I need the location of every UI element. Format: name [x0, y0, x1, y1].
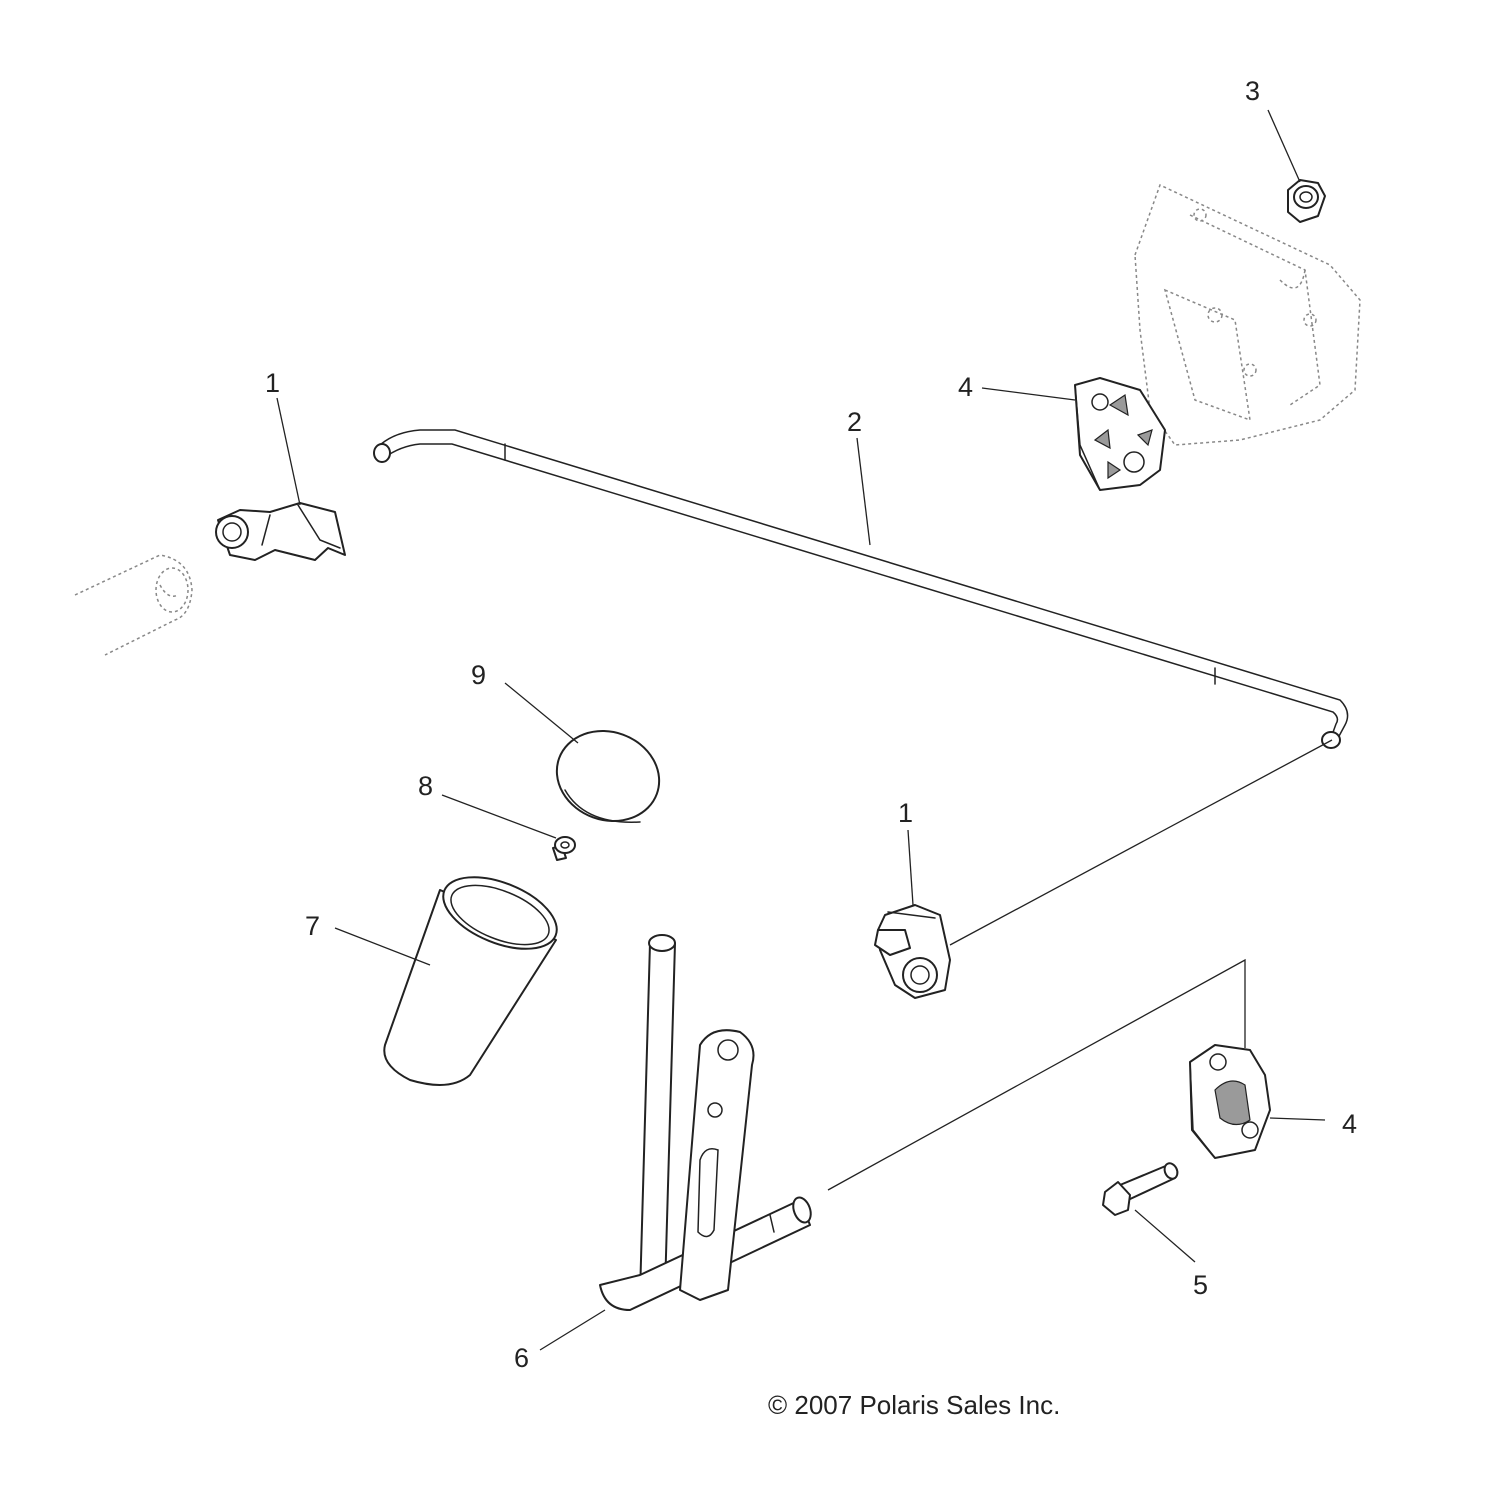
part-4-upper-bushing — [1074, 377, 1166, 491]
part-9-cap — [555, 729, 661, 823]
part-2-stabilizer-bar — [373, 429, 1349, 749]
callout-7: 7 — [305, 911, 320, 941]
callout-8: 8 — [418, 771, 433, 801]
callout-5: 5 — [1193, 1270, 1208, 1300]
callout-1-left: 1 — [265, 368, 280, 398]
callout-6: 6 — [514, 1343, 529, 1373]
callout-1-right: 1 — [898, 798, 913, 828]
part-1-right-end-link — [874, 904, 951, 999]
part-8-screw — [552, 836, 576, 861]
part-3-nut — [1287, 179, 1326, 223]
part-1-left-end-link — [215, 502, 346, 561]
leader-lines — [276, 109, 1326, 1351]
part-5-bolt — [1102, 1162, 1179, 1216]
ghost-frame-bracket — [1134, 183, 1361, 446]
callout-3: 3 — [1245, 76, 1260, 106]
callout-9: 9 — [471, 660, 486, 690]
part-4-lower-bushing — [1189, 1044, 1271, 1159]
callout-4-upper: 4 — [958, 372, 973, 402]
part-6-shift-lever — [599, 934, 812, 1311]
ghost-rod-end — [74, 554, 193, 656]
callout-4-lower: 4 — [1342, 1109, 1357, 1139]
callout-2: 2 — [847, 407, 862, 437]
copyright-text: © 2007 Polaris Sales Inc. — [768, 1390, 1060, 1420]
assembly-lines — [827, 739, 1333, 1191]
part-7-grip — [383, 876, 558, 1086]
